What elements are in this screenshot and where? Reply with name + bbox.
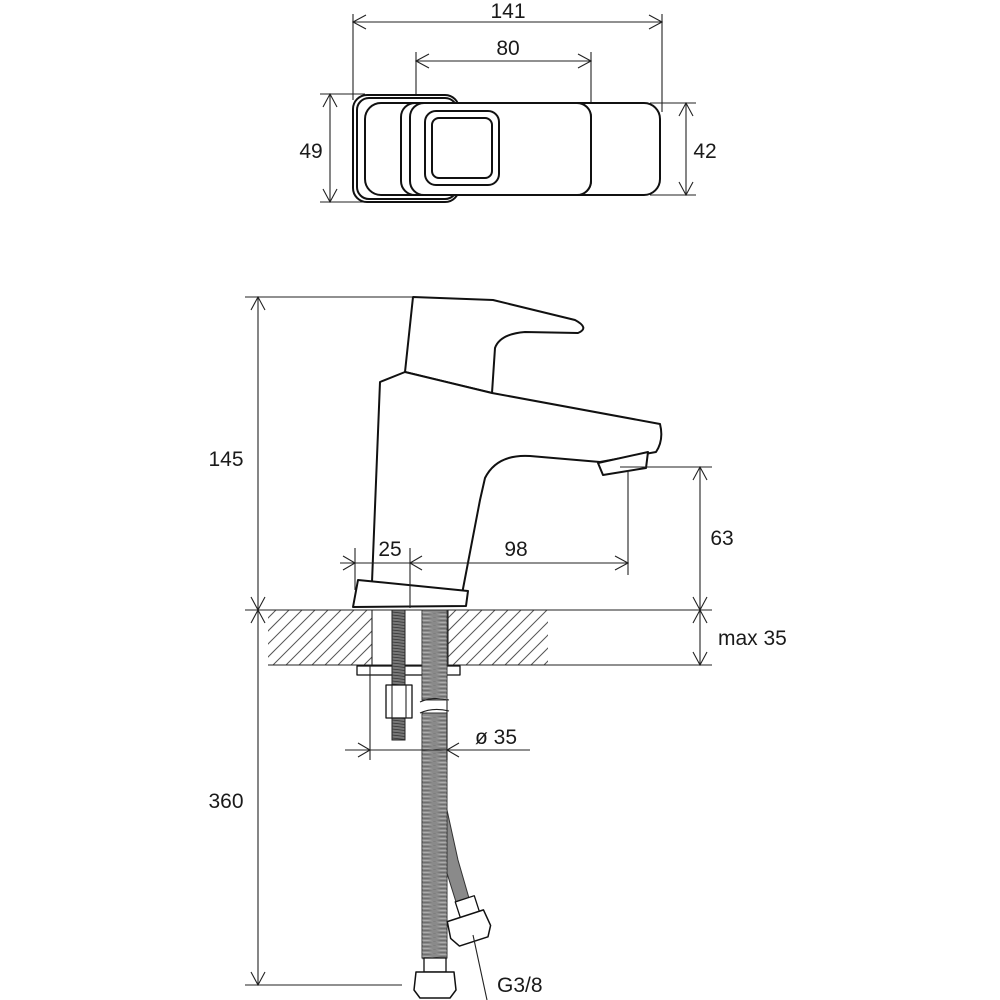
- hatch-line: [268, 610, 303, 645]
- hatch-line: [298, 610, 355, 665]
- dimension-360: 360: [208, 608, 402, 987]
- dimension-label-25: 25: [378, 538, 401, 561]
- dimension-42: 42: [650, 101, 717, 197]
- hatch-line: [268, 610, 277, 619]
- dimension-label-145: 145: [208, 448, 243, 471]
- dimension-label-63: 63: [710, 527, 733, 550]
- aerator: [597, 451, 649, 476]
- dimension-max-35: max 35: [692, 608, 787, 667]
- hatch-line: [596, 610, 651, 665]
- hatch-line: [268, 610, 316, 658]
- hatch-line: [491, 610, 548, 665]
- hatch-line: [465, 610, 522, 665]
- hatch-line: [311, 610, 368, 665]
- dimension-63: 63: [620, 465, 734, 612]
- faucet-body: [371, 371, 663, 595]
- dimension-label-360: 360: [208, 790, 243, 813]
- dimension-label-max-35: max 35: [718, 627, 787, 650]
- hatch-line: [557, 610, 612, 665]
- countertop-section: [208, 609, 712, 666]
- dimension-label-141: 141: [490, 0, 525, 23]
- hatch-line: [543, 660, 548, 665]
- hatch-line: [448, 610, 496, 658]
- dimension-label-42: 42: [693, 140, 716, 163]
- dimension-141: 141: [351, 0, 664, 112]
- top-view: 141 80 49 42: [299, 0, 717, 204]
- hatch-line: [570, 610, 625, 665]
- hatch-line: [208, 610, 263, 665]
- hatch-line: [452, 610, 509, 665]
- hatch-line: [272, 610, 329, 665]
- hatch-line: [517, 634, 548, 665]
- hatch-line: [478, 610, 535, 665]
- dimension-49: 49: [299, 92, 365, 204]
- washer: [356, 665, 461, 676]
- hatch-line: [285, 610, 342, 665]
- hatch-line: [448, 610, 483, 645]
- dimension-label-49: 49: [299, 140, 322, 163]
- handle-lever: [404, 296, 585, 394]
- hatch-line: [583, 610, 638, 665]
- hatch-line: [504, 621, 548, 665]
- hose-main-lower: [421, 712, 448, 959]
- dimension-145: 145: [208, 295, 412, 612]
- dimension-25-98: 25 98: [340, 470, 630, 608]
- dimension-label-98: 98: [504, 538, 527, 561]
- dimension-80: 80: [414, 37, 593, 112]
- hatch-line: [350, 643, 372, 665]
- hatch-line: [324, 617, 372, 665]
- dimension-hole-diameter: ø 35: [345, 665, 530, 760]
- hatch-line: [268, 610, 290, 632]
- dimension-label-80: 80: [496, 37, 519, 60]
- dimension-label-hole-diameter: ø 35: [475, 726, 517, 749]
- hatch-line: [448, 610, 470, 632]
- hatch-line: [337, 630, 372, 665]
- hose-connector-nut: [413, 971, 457, 999]
- nut: [385, 684, 413, 719]
- label-thread-size: G3/8: [497, 974, 543, 997]
- side-view: 145 25 98 63: [208, 295, 787, 1000]
- hatch-line: [530, 647, 548, 665]
- hose-connector-nut-secondary: [446, 909, 492, 947]
